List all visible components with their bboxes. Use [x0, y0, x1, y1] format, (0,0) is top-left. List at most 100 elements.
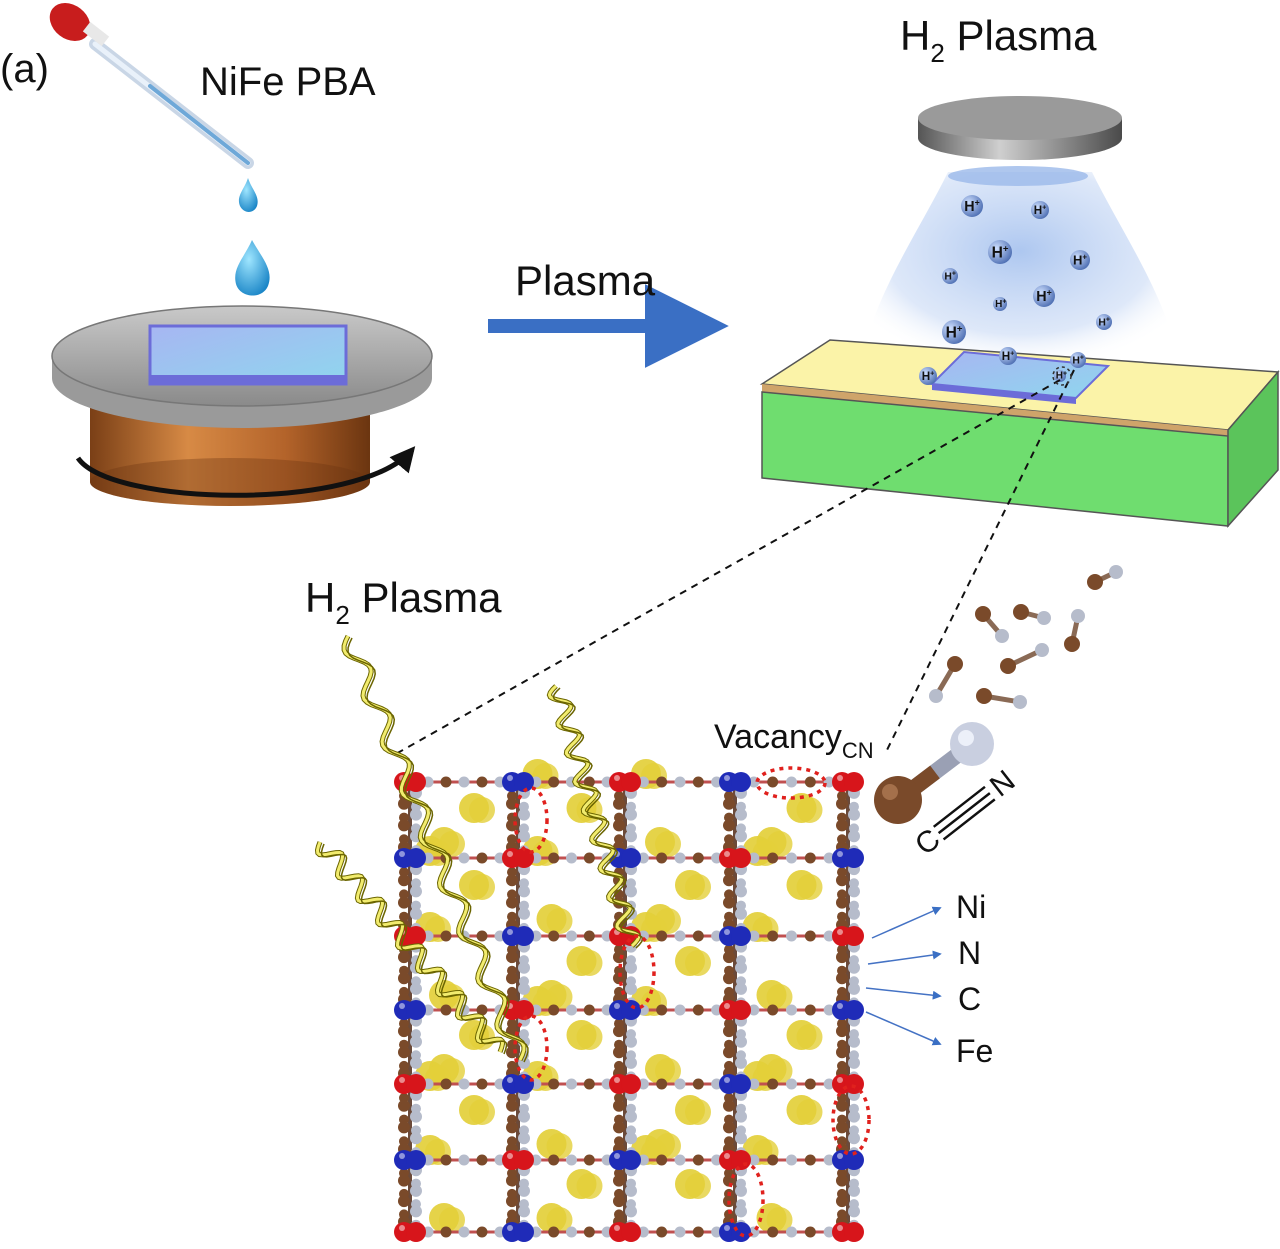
- chain-atom: [566, 930, 577, 942]
- cn-label-c: C: [909, 823, 946, 862]
- chain-atom: [735, 1110, 747, 1123]
- chain-atom: [656, 930, 668, 942]
- chain-atom: [836, 1174, 848, 1187]
- zoom-spot: [1052, 366, 1072, 386]
- chain-atom: [440, 1078, 452, 1090]
- fe-atom: [731, 772, 751, 792]
- chain-atom: [692, 776, 704, 788]
- chain-atom: [723, 819, 735, 832]
- ni-atom: [406, 926, 426, 946]
- chain-atom: [410, 1110, 422, 1123]
- zoom-line-right: [885, 369, 1075, 753]
- chain-atom: [440, 930, 452, 942]
- cn-label-n: N: [984, 764, 1021, 803]
- chain-atom: [476, 1078, 488, 1090]
- hydrogen-ion: H+: [1070, 352, 1086, 368]
- hydrogen-ion: H+: [919, 367, 937, 385]
- chain-atom: [723, 1099, 735, 1112]
- ion-label: H+: [922, 369, 935, 384]
- chain-atom: [613, 1121, 625, 1134]
- chain-atom: [398, 797, 410, 810]
- chain-atom: [398, 896, 410, 909]
- chain-atom: [476, 776, 488, 788]
- fe-atom: [406, 1000, 426, 1020]
- chain-atom: [735, 1132, 747, 1145]
- chain-atom: [518, 808, 530, 821]
- chain-atom: [723, 1121, 735, 1134]
- chain-atom: [724, 867, 734, 878]
- chain-atom: [440, 1226, 452, 1238]
- cn-fragment: [1000, 643, 1049, 674]
- ion-label: H+: [1002, 349, 1015, 364]
- chain-atom: [767, 930, 779, 942]
- chain-atom: [823, 1004, 835, 1016]
- ion-label: H+: [1073, 253, 1087, 268]
- chain-atom: [410, 1205, 422, 1218]
- chain-atom: [613, 797, 625, 810]
- hydrogen-ion: H+: [999, 347, 1017, 365]
- hydrogen-ion: H+: [1096, 314, 1112, 330]
- ni-atom: [621, 1222, 641, 1242]
- vacancy-marker: [618, 934, 656, 1010]
- chain-atom: [804, 930, 816, 942]
- ni-atom: [844, 926, 864, 946]
- chain-atom: [848, 1110, 860, 1123]
- hydrogen-ion: H+: [993, 297, 1007, 311]
- chain-atom: [723, 896, 735, 909]
- chain-atom: [836, 1195, 848, 1208]
- droplet-large: [235, 240, 270, 296]
- chain-atom: [411, 900, 421, 911]
- chain-atom: [613, 972, 625, 985]
- chain-atom: [399, 911, 409, 922]
- chain-atom: [836, 819, 848, 832]
- chain-atom: [548, 1004, 560, 1016]
- plasma-beam: [546, 684, 644, 949]
- chain-atom: [583, 1226, 595, 1238]
- chain-atom: [507, 911, 517, 922]
- vacancy-marker: [727, 1162, 765, 1238]
- legend-label-ni: Ni: [956, 889, 986, 925]
- chain-atom: [848, 1132, 860, 1145]
- cn-fragment: [929, 656, 963, 703]
- cn-fragment: [1064, 609, 1085, 652]
- chain-atom: [848, 907, 860, 920]
- chain-atom: [518, 885, 530, 898]
- chain-atom: [849, 900, 859, 911]
- chain-atom: [518, 982, 530, 995]
- chain-atom: [836, 1121, 848, 1134]
- chain-atom: [506, 896, 518, 909]
- chain-atom: [506, 1099, 518, 1112]
- chain-atom: [506, 1121, 518, 1134]
- chain-atom: [625, 1132, 637, 1145]
- chain-atom: [476, 1004, 488, 1016]
- chain-atom: [583, 930, 595, 942]
- chain-atom: [507, 889, 517, 900]
- chain-atom: [410, 1056, 422, 1069]
- chain-atom: [723, 951, 735, 964]
- chain-atom: [506, 819, 518, 832]
- chain-atom: [836, 1046, 848, 1059]
- fe-atom: [844, 1000, 864, 1020]
- chain-atom: [548, 1154, 560, 1166]
- chain-atom: [566, 1078, 577, 1090]
- chain-atom: [398, 1025, 410, 1038]
- fe-atom: [621, 848, 641, 868]
- fe-atom: [844, 848, 864, 868]
- ion-label: H+: [1056, 371, 1067, 382]
- chain-atom: [476, 930, 488, 942]
- chain-atom: [458, 1226, 470, 1238]
- fe-atom: [406, 1150, 426, 1170]
- chain-atom: [613, 951, 625, 964]
- chain-atom: [506, 972, 518, 985]
- chain-atom: [583, 1078, 595, 1090]
- chain-atom: [836, 951, 848, 964]
- chain-atom: [613, 1046, 625, 1059]
- ni-atom: [844, 1074, 864, 1094]
- fe-atom: [514, 926, 534, 946]
- chain-atom: [748, 852, 760, 864]
- chain-atom: [506, 874, 518, 887]
- ni-atom: [621, 772, 641, 792]
- vacancy-marker: [831, 1084, 871, 1156]
- chain-atom: [723, 972, 735, 985]
- cn-fragment: [976, 688, 1027, 709]
